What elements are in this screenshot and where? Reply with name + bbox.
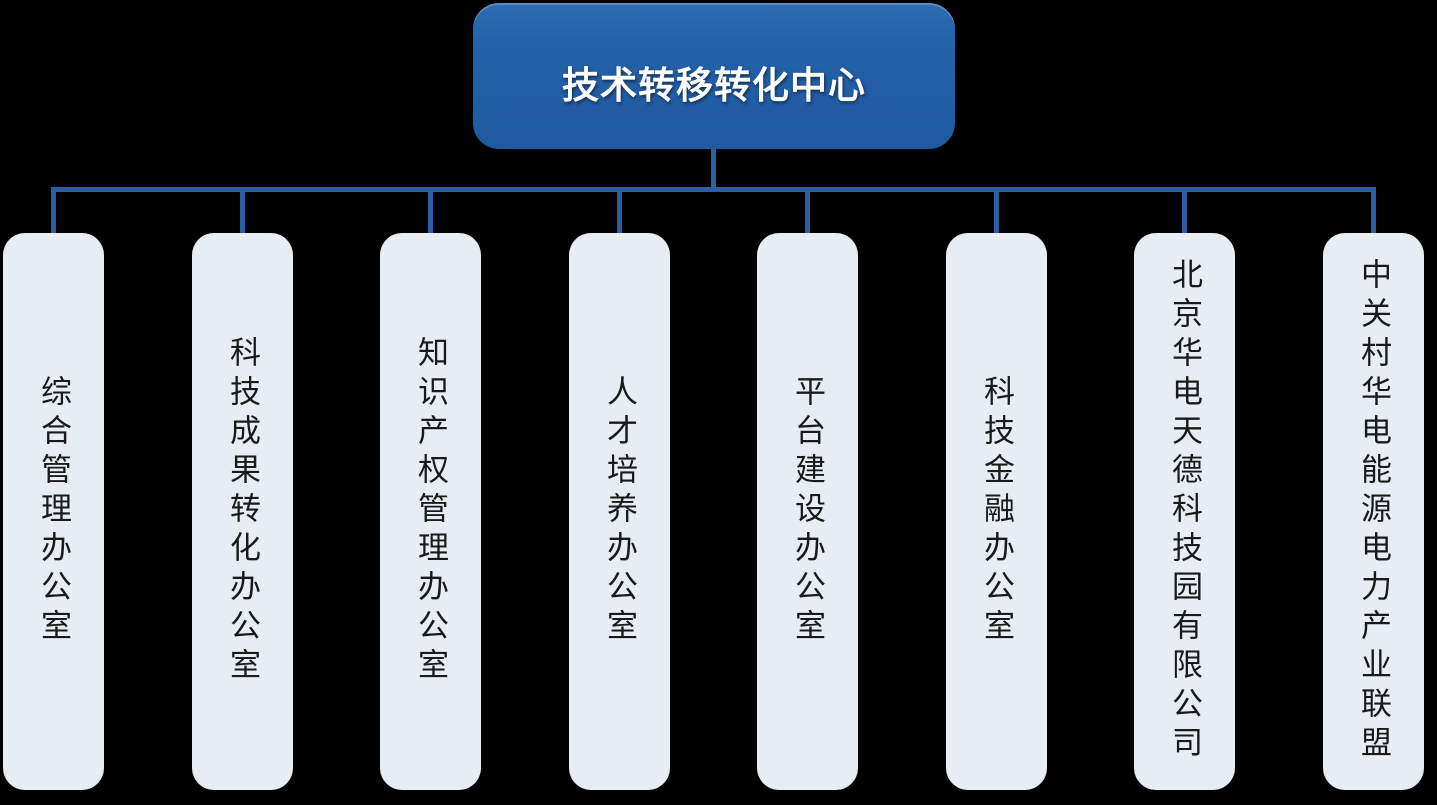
child-node-label: 北京华电天德科技园有限公司 bbox=[1167, 258, 1202, 765]
child-node-huadian-tiande-tech-park: 北京华电天德科技园有限公司 bbox=[1134, 233, 1235, 790]
child-node-label: 知识产权管理办公室 bbox=[413, 336, 448, 687]
root-node-box: 技术转移转化中心 bbox=[473, 3, 955, 149]
child-node-talent-training-office: 人才培养办公室 bbox=[569, 233, 670, 790]
child-node-ip-management-office: 知识产权管理办公室 bbox=[380, 233, 481, 790]
child-node-label: 科技金融办公室 bbox=[979, 375, 1014, 648]
child-node-label: 平台建设办公室 bbox=[790, 375, 825, 648]
connector-drop-5 bbox=[805, 189, 810, 234]
child-node-label: 中关村华电能源电力产业联盟 bbox=[1356, 258, 1391, 765]
child-node-general-management-office: 综合管理办公室 bbox=[3, 233, 104, 790]
child-node-zhongguancun-huadian-alliance: 中关村华电能源电力产业联盟 bbox=[1323, 233, 1424, 790]
connector-drop-1 bbox=[51, 189, 56, 234]
connector-drop-3 bbox=[428, 189, 433, 234]
connector-drop-8 bbox=[1371, 189, 1376, 234]
child-node-label: 科技成果转化办公室 bbox=[225, 336, 260, 687]
connector-stem bbox=[711, 149, 716, 189]
child-node-tech-finance-office: 科技金融办公室 bbox=[946, 233, 1047, 790]
child-node-label: 综合管理办公室 bbox=[36, 375, 71, 648]
connector-drop-6 bbox=[994, 189, 999, 234]
root-node-title: 技术转移转化中心 bbox=[562, 65, 866, 106]
child-node-platform-construction-office: 平台建设办公室 bbox=[757, 233, 858, 790]
connector-drop-2 bbox=[240, 189, 245, 234]
connector-drop-7 bbox=[1182, 189, 1187, 234]
connector-horizontal-bar bbox=[51, 187, 1376, 192]
child-node-label: 人才培养办公室 bbox=[602, 375, 637, 648]
child-node-achievement-transformation-office: 科技成果转化办公室 bbox=[192, 233, 293, 790]
connector-drop-4 bbox=[617, 189, 622, 234]
